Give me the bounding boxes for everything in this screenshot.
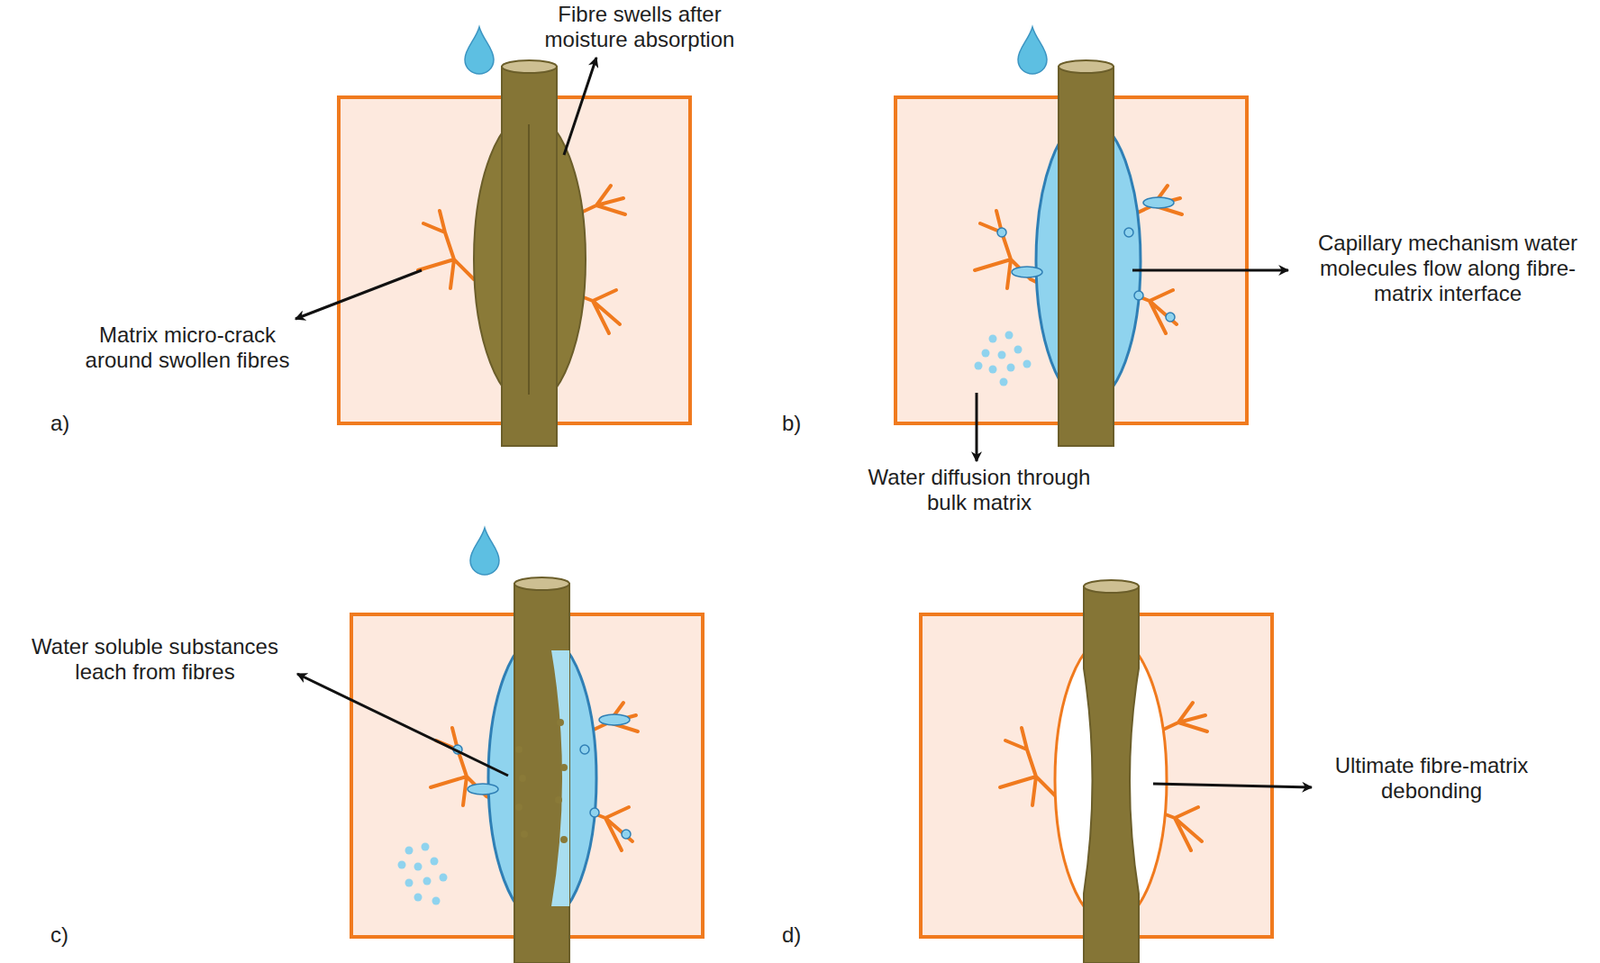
illustration-shape xyxy=(1011,266,1043,278)
illustration-shape xyxy=(590,808,600,818)
illustration-shape xyxy=(599,714,630,726)
illustration-shape xyxy=(981,349,991,358)
panel-letter: d) xyxy=(781,922,819,948)
illustration-shape xyxy=(423,877,432,886)
illustration-shape xyxy=(467,783,499,795)
callout-label: Water soluble substances leach from fibr… xyxy=(14,634,296,685)
leader-line xyxy=(1153,783,1312,788)
illustration-shape xyxy=(997,227,1007,237)
bulk-water-molecules xyxy=(974,331,1032,387)
panel-b xyxy=(895,27,1247,446)
degraded-fibre xyxy=(1083,586,1139,963)
leader-line xyxy=(563,57,597,155)
illustration-shape xyxy=(1143,197,1174,209)
illustration-shape xyxy=(414,863,423,872)
illustration-shape xyxy=(1134,290,1144,300)
callout-label: Water diffusion through bulk matrix xyxy=(866,464,1092,516)
fibre xyxy=(501,60,557,446)
illustration-shape xyxy=(398,861,407,870)
illustration-shape xyxy=(518,774,527,782)
illustration-shape xyxy=(974,362,983,371)
leader-line xyxy=(1132,269,1289,273)
panel-a xyxy=(338,27,691,446)
panel-letter: b) xyxy=(781,410,819,437)
water-drop xyxy=(470,527,500,575)
illustration-shape xyxy=(1124,227,1134,237)
panel-c xyxy=(351,527,703,963)
fibre xyxy=(514,577,570,963)
water-in-cracks xyxy=(453,714,631,839)
illustration-shape xyxy=(414,893,423,902)
illustration-shape xyxy=(405,879,414,888)
water-in-cracks xyxy=(997,197,1175,322)
callout-label: Matrix micro-crack around swollen fibres xyxy=(65,322,310,373)
illustration-shape xyxy=(1023,360,1032,369)
illustration-shape xyxy=(989,365,998,374)
fibre xyxy=(1058,60,1114,446)
illustration-shape xyxy=(560,836,568,844)
illustration-shape xyxy=(989,335,998,344)
illustration-shape xyxy=(554,796,563,804)
illustration-shape xyxy=(1165,312,1175,322)
fibre-line xyxy=(527,124,530,395)
leached-fibre-region xyxy=(551,650,570,907)
leader-line xyxy=(975,392,979,462)
illustration-shape xyxy=(515,745,523,754)
illustration-shape xyxy=(430,857,439,866)
bulk-water-molecules xyxy=(398,843,448,906)
illustration-shape xyxy=(432,897,441,906)
fibre-end xyxy=(1083,580,1139,593)
illustration-shape xyxy=(1014,345,1023,355)
leader-line xyxy=(295,270,422,319)
illustration-shape xyxy=(520,830,528,838)
illustration-shape xyxy=(1007,363,1016,373)
leader-lines xyxy=(295,57,1312,788)
illustration-shape xyxy=(560,763,568,772)
callout-label: Capillary mechanism water molecules flow… xyxy=(1297,230,1599,307)
illustration-shape xyxy=(1005,331,1014,340)
illustration-shape xyxy=(621,829,631,839)
illustration-shape xyxy=(1000,378,1009,387)
leached-substances xyxy=(515,718,568,844)
illustration-shape xyxy=(998,351,1007,360)
water-drop xyxy=(464,27,494,74)
water-drop xyxy=(1018,27,1047,74)
callout-label: Ultimate fibre-matrix debonding xyxy=(1314,753,1549,804)
callout-label: Fibre swells after moisture absorption xyxy=(527,1,753,53)
panel-d xyxy=(920,580,1273,963)
illustration-shape xyxy=(580,745,590,755)
panel-letter: c) xyxy=(50,922,87,948)
panel-letter: a) xyxy=(50,410,87,437)
illustration-shape xyxy=(556,718,564,727)
illustration-shape xyxy=(421,843,430,852)
illustration-shape xyxy=(515,803,523,811)
illustration-shape xyxy=(439,873,448,882)
leader-line xyxy=(297,673,509,776)
illustration-shape xyxy=(405,846,414,855)
